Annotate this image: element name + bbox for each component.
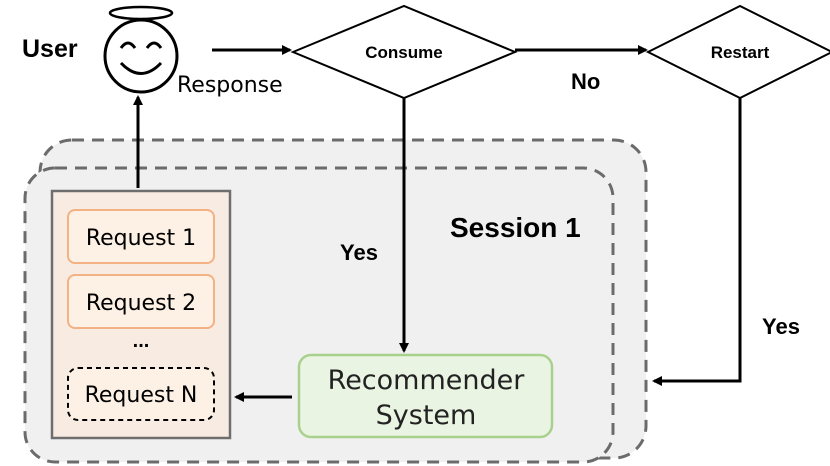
request-item-n: Request N	[67, 367, 215, 421]
recommender-line-2: System	[376, 400, 477, 431]
session-label: Session 1	[450, 212, 581, 243]
response-label: Response	[177, 73, 283, 98]
restart-label: Restart	[711, 43, 770, 62]
no-label: No	[571, 69, 600, 94]
yes-restart-label: Yes	[762, 314, 800, 339]
consume-decision: Consume	[290, 4, 518, 100]
user-label: User	[22, 35, 78, 63]
request-item-label: Request 1	[86, 226, 196, 251]
request-item-2: Request 2	[67, 274, 215, 329]
request-item-1: Request 1	[67, 209, 215, 264]
restart-to-session-arrow	[652, 98, 742, 386]
smiley-face-icon	[103, 5, 179, 94]
request-item-label: Request 2	[86, 291, 196, 316]
request-item-label: Request N	[85, 383, 198, 408]
restart-decision: Restart	[645, 4, 830, 100]
consume-label: Consume	[365, 43, 442, 62]
requests-ellipsis: ...	[133, 330, 150, 352]
yes-consume-label: Yes	[340, 240, 378, 265]
recommender-system-box: Recommender System	[297, 353, 554, 439]
recommender-line-1: Recommender	[328, 365, 526, 396]
